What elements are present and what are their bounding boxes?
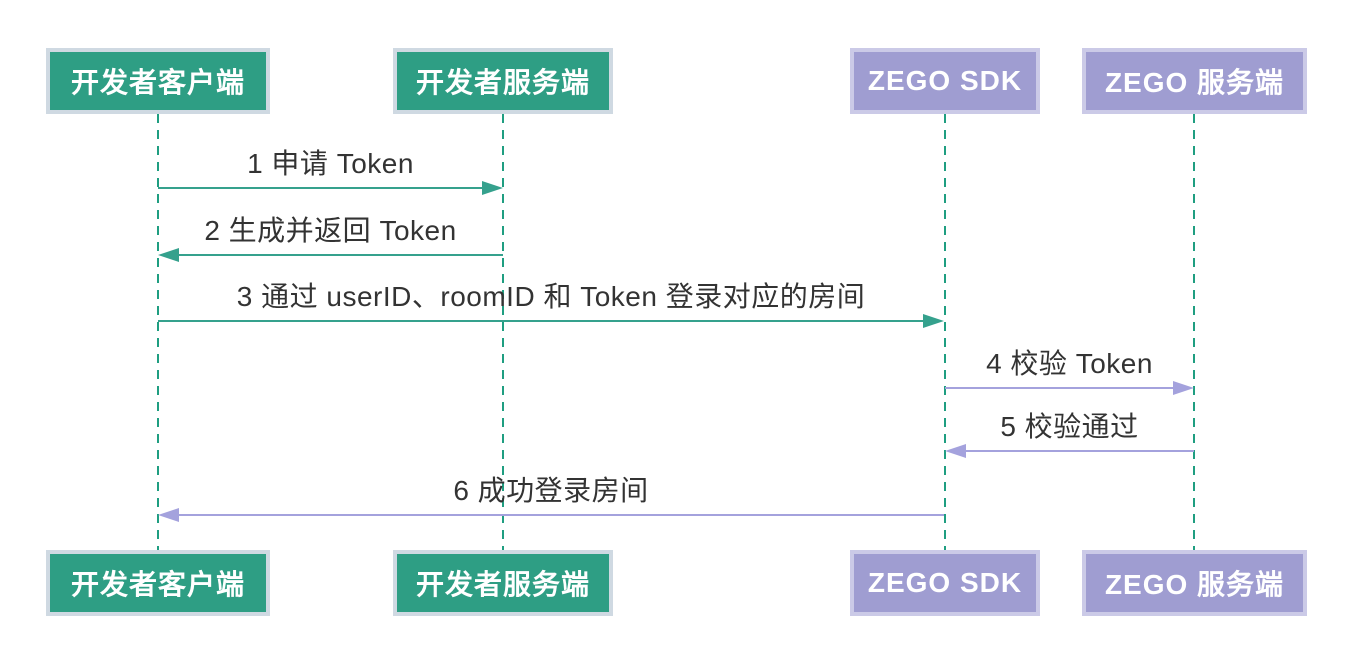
message-4-label: 4 校验 Token <box>986 348 1153 379</box>
message-6-label: 6 成功登录房间 <box>453 475 649 506</box>
message-2-arrowhead-icon <box>158 248 179 262</box>
participant-label: ZEGO 服务端 <box>1104 67 1285 98</box>
lifeline-zego-sdk <box>944 114 946 550</box>
message-6-line <box>174 514 944 516</box>
lifeline-developer-server <box>502 114 504 550</box>
participant-label: 开发者客户端 <box>70 67 245 98</box>
message-3-login-room: 3 通过 userID、roomID 和 Token 登录对应的房间 <box>158 280 944 328</box>
participant-developer-server-top: 开发者服务端 <box>393 48 613 114</box>
message-1-arrowhead-icon <box>482 181 503 195</box>
message-1-label: 1 申请 Token <box>247 148 414 179</box>
participant-zego-server-bottom: ZEGO 服务端 <box>1082 550 1307 616</box>
participant-label: 开发者服务端 <box>415 569 590 600</box>
participant-zego-sdk-top: ZEGO SDK <box>850 48 1040 114</box>
message-6-login-success: 6 成功登录房间 <box>158 474 944 522</box>
message-6-arrowhead-icon <box>158 508 179 522</box>
participant-developer-client-top: 开发者客户端 <box>46 48 270 114</box>
participant-zego-server-top: ZEGO 服务端 <box>1082 48 1307 114</box>
message-5-line <box>961 450 1194 452</box>
message-3-label: 3 通过 userID、roomID 和 Token 登录对应的房间 <box>236 281 866 312</box>
message-4-line <box>945 387 1178 389</box>
message-5-arrowhead-icon <box>945 444 966 458</box>
participant-label: ZEGO 服务端 <box>1104 569 1285 600</box>
lifeline-zego-server <box>1193 114 1195 550</box>
message-4-arrowhead-icon <box>1173 381 1194 395</box>
message-5-label: 5 校验通过 <box>1000 411 1139 442</box>
message-2-line <box>174 254 503 256</box>
participant-label: ZEGO SDK <box>867 65 1023 96</box>
message-5-verify-passed: 5 校验通过 <box>945 410 1194 458</box>
participant-label: ZEGO SDK <box>867 567 1023 598</box>
message-2-return-token: 2 生成并返回 Token <box>158 214 503 262</box>
participant-developer-server-bottom: 开发者服务端 <box>393 550 613 616</box>
message-2-label: 2 生成并返回 Token <box>204 215 457 246</box>
message-1-request-token: 1 申请 Token <box>158 147 503 195</box>
message-3-line <box>158 320 928 322</box>
message-1-line <box>158 187 487 189</box>
participant-label: 开发者客户端 <box>70 569 245 600</box>
message-4-verify-token: 4 校验 Token <box>945 347 1194 395</box>
message-3-arrowhead-icon <box>923 314 944 328</box>
participant-label: 开发者服务端 <box>415 67 590 98</box>
participant-zego-sdk-bottom: ZEGO SDK <box>850 550 1040 616</box>
participant-developer-client-bottom: 开发者客户端 <box>46 550 270 616</box>
lifeline-developer-client <box>157 114 159 550</box>
